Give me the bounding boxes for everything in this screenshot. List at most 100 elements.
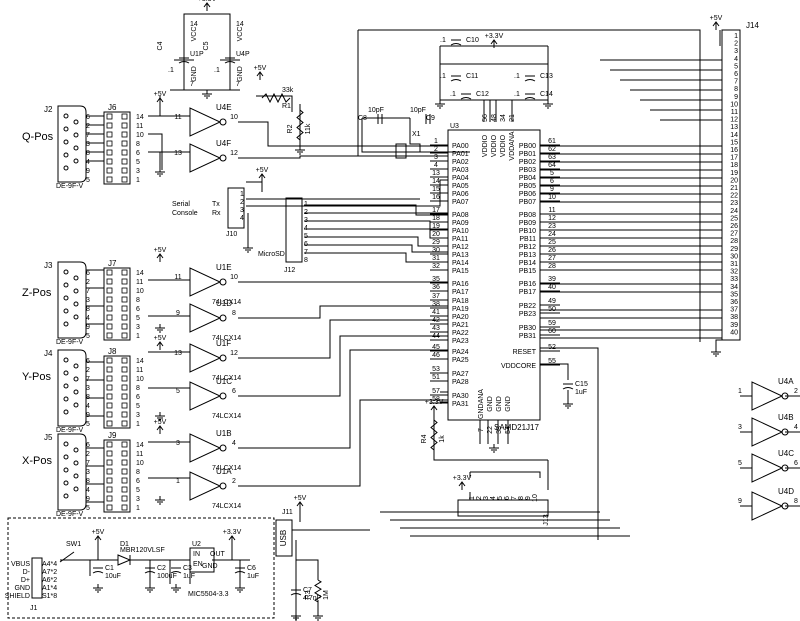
q-dsub-pin bbox=[73, 145, 79, 151]
gate-u4a-bubble bbox=[781, 392, 789, 400]
mcu-pin-number: 14 bbox=[432, 178, 440, 185]
c1-plate bbox=[92, 571, 104, 574]
z-header-pin bbox=[121, 314, 128, 321]
gate-u1d-pin-out: 8 bbox=[232, 310, 236, 317]
y-dsub-pin bbox=[63, 383, 69, 389]
j14-pin: 37 bbox=[730, 307, 738, 314]
j14-pin: 22 bbox=[730, 193, 738, 200]
x-dsub-pin: 5 bbox=[86, 505, 90, 512]
j14-pin: 40 bbox=[730, 329, 738, 336]
mcu-pin-number: 58 bbox=[432, 396, 440, 403]
decoupling-cap-plate bbox=[450, 43, 462, 46]
x-header-pin bbox=[121, 495, 128, 502]
z-header-pin bbox=[106, 323, 113, 330]
sw1-ref: SW1 bbox=[66, 541, 81, 548]
q-header-pin bbox=[106, 113, 113, 120]
j14-pin: 24 bbox=[730, 208, 738, 215]
j10-label-line2: Console bbox=[172, 210, 198, 217]
wire-layer bbox=[60, 13, 800, 620]
r1-ref: R1 bbox=[282, 103, 291, 110]
gate-u4f-ref: U4F bbox=[216, 139, 231, 148]
gate-u1c-ref: U1C bbox=[216, 377, 232, 386]
mcu-pin-pa14-label: PA14 bbox=[452, 260, 469, 267]
y-header-ref: J8 bbox=[108, 347, 117, 356]
mcu-pin-vddcore-label: VDDCORE bbox=[501, 363, 536, 370]
x-dsub-pin bbox=[63, 467, 69, 473]
z-header-pin: 5 bbox=[136, 315, 140, 322]
mcu-pin-number: 22 bbox=[487, 426, 494, 434]
j14-pin: 33 bbox=[730, 276, 738, 283]
q-header-pin: 8 bbox=[136, 141, 140, 148]
q-header-pin: 6 bbox=[136, 150, 140, 157]
x-dsub-pin bbox=[63, 454, 69, 460]
z-header-pin bbox=[106, 314, 113, 321]
z-header-pin bbox=[106, 278, 113, 285]
gate-u4b-ref: U4B bbox=[778, 413, 794, 422]
gate-u1a-pin-out: 2 bbox=[232, 478, 236, 485]
c15-value: 1uF bbox=[575, 389, 587, 396]
supply-label: +3.3V bbox=[485, 33, 504, 40]
x-dsub-pin bbox=[73, 460, 79, 466]
gate-u4e-body bbox=[189, 107, 222, 137]
q-dsub-pin: 8 bbox=[86, 150, 90, 157]
j14-pin: 13 bbox=[730, 124, 738, 131]
gate-u1c-pin-out: 6 bbox=[232, 388, 236, 395]
mcu-pin-pb06-label: PB06 bbox=[519, 191, 536, 198]
j13-pin: 2 bbox=[476, 496, 483, 500]
y-header-pin bbox=[121, 357, 128, 364]
mcu-pin-pa28-label: PA28 bbox=[452, 379, 469, 386]
x-dsub-pin bbox=[63, 493, 69, 499]
mcu-pin-vddio-label: VDDIO bbox=[491, 134, 498, 157]
y-header-pin bbox=[106, 420, 113, 427]
u1p-cap-plate bbox=[178, 61, 190, 64]
c15-ref: C15 bbox=[575, 381, 588, 388]
z-dsub-pin bbox=[63, 269, 69, 275]
gate-u4a-pin-out: 2 bbox=[794, 388, 798, 395]
q-header-pin bbox=[106, 149, 113, 156]
mcu-pin-number: 30 bbox=[432, 247, 440, 254]
j10-pin: 4 bbox=[240, 215, 244, 222]
decoupling-cap-value: .1 bbox=[514, 91, 520, 98]
mcu-pin-pb01-label: PB01 bbox=[519, 151, 536, 158]
mcu-pin-pa17-label: PA17 bbox=[452, 289, 469, 296]
q-header-ref: J6 bbox=[108, 103, 117, 112]
mcu-pin-number: 21 bbox=[509, 114, 516, 122]
mcu-pin-pa02-label: PA02 bbox=[452, 159, 469, 166]
mcu-pin-number: 41 bbox=[432, 309, 440, 316]
x-header-pin bbox=[121, 441, 128, 448]
gate-u1c-body bbox=[189, 381, 222, 411]
gate-u1d-bubble bbox=[219, 314, 227, 322]
r4-ref: R4 bbox=[421, 434, 428, 443]
d1-ref: D1 bbox=[120, 541, 129, 548]
x-dsub-pin: 3 bbox=[86, 469, 90, 476]
j10-body bbox=[227, 187, 245, 229]
y-header-pin bbox=[106, 402, 113, 409]
c6-plate bbox=[234, 571, 246, 574]
gate-u4b-pin-out: 4 bbox=[794, 424, 798, 431]
c15-plate bbox=[562, 387, 574, 390]
mcu-pin-vddio-label: VDDIO bbox=[500, 134, 507, 157]
u2-in: IN bbox=[193, 551, 200, 558]
q-dsub-pin bbox=[63, 139, 69, 145]
z-header-pin: 3 bbox=[136, 324, 140, 331]
mcu-pin-pa22-label: PA22 bbox=[452, 330, 469, 337]
z-header-pin bbox=[121, 296, 128, 303]
supply-label: +5V bbox=[294, 495, 307, 502]
j14-pin: 26 bbox=[730, 223, 738, 230]
gate-u1a-pin-in: 1 bbox=[176, 478, 180, 485]
gate-u4e-pin-in: 11 bbox=[174, 114, 181, 121]
gate-u1b-ref: U1B bbox=[216, 429, 232, 438]
q-dsub-shell bbox=[57, 105, 87, 183]
x-dsub-pin bbox=[63, 441, 69, 447]
supply-label: +5V bbox=[154, 419, 167, 426]
mcu-pin-pb11-label: PB11 bbox=[519, 236, 536, 243]
j10-rx: Rx bbox=[212, 210, 221, 217]
c9-value: 10pF bbox=[410, 107, 426, 114]
x-header-pin: 14 bbox=[136, 442, 144, 449]
supply-label: +3.3V bbox=[453, 475, 472, 482]
j1-pin-name: D+ bbox=[21, 577, 30, 584]
mcu-pin-pa20-label: PA20 bbox=[452, 314, 469, 321]
mcu-pin-number: 57 bbox=[432, 388, 440, 395]
mcu-pin-number: 27 bbox=[548, 255, 556, 262]
mcu-pin-number: 2 bbox=[434, 146, 438, 153]
